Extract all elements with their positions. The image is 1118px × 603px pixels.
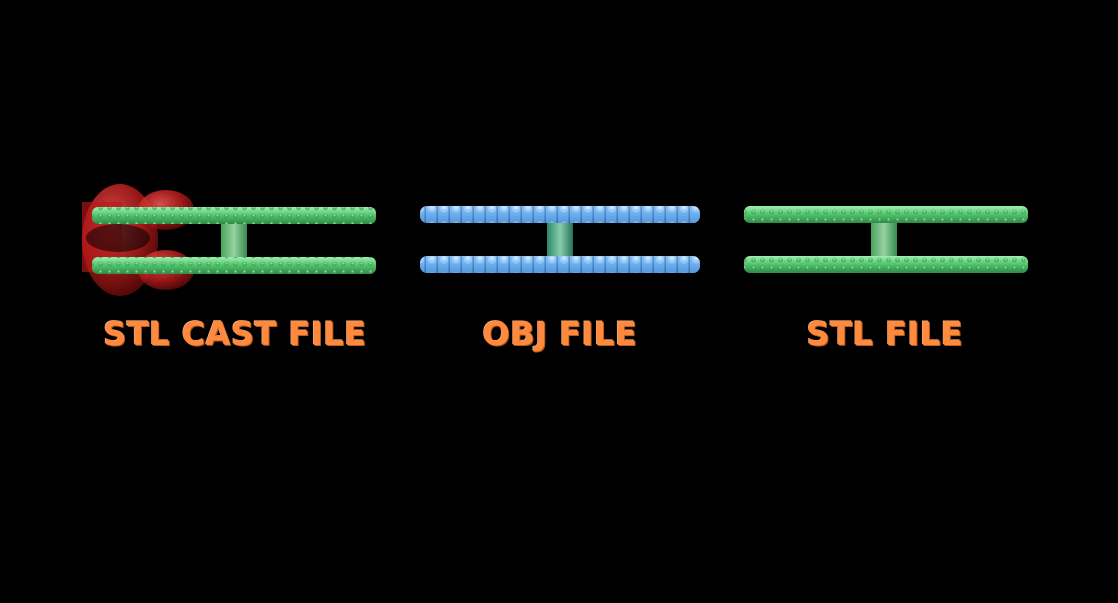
obj-file-label: OBJ FILE [482, 315, 638, 353]
cast-sprue [82, 184, 194, 296]
stl-cast-model [82, 184, 376, 296]
stl-file-label: STL FILE [806, 315, 964, 353]
stl-cast-file-label: STL CAST FILE [103, 315, 367, 353]
stl-model [744, 206, 1028, 273]
obj-model [420, 206, 700, 273]
